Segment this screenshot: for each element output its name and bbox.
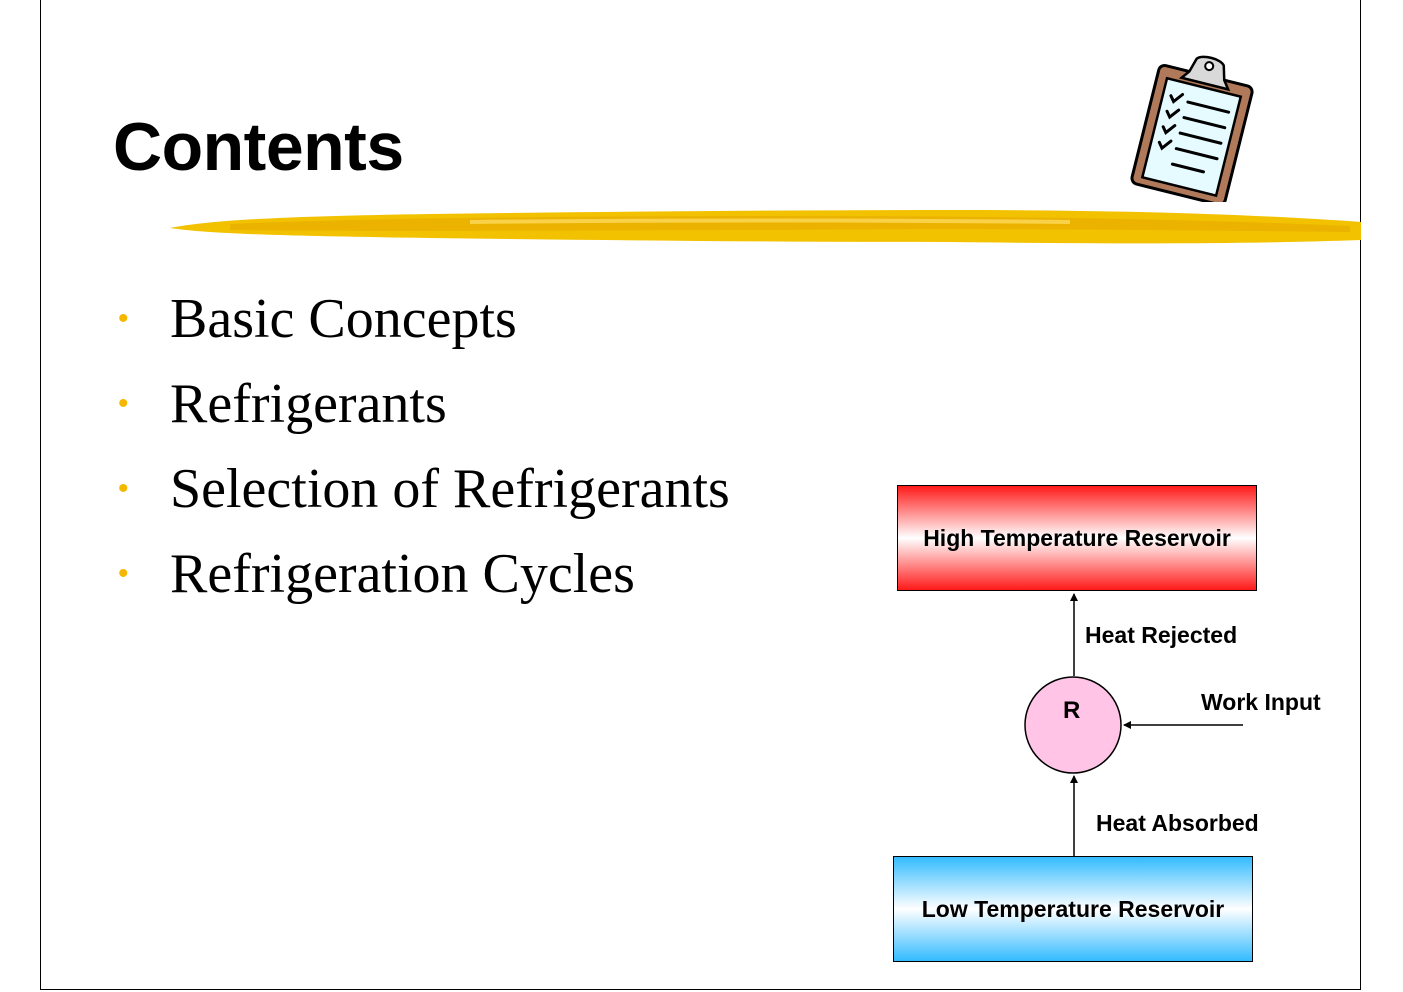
list-item: • Refrigeration Cycles: [118, 535, 730, 620]
list-item-label: Selection of Refrigerants: [170, 458, 730, 520]
high-temperature-reservoir: High Temperature Reservoir: [897, 485, 1257, 591]
bullet-dot-icon: •: [118, 302, 129, 335]
bullet-dot-icon: •: [118, 472, 129, 505]
high-reservoir-label: High Temperature Reservoir: [923, 524, 1231, 551]
contents-list: • Basic Concepts • Refrigerants • Selection…: [118, 280, 730, 620]
list-item: • Selection of Refrigerants: [118, 450, 730, 535]
title-underline-brush: [170, 210, 1361, 244]
low-reservoir-label: Low Temperature Reservoir: [921, 895, 1225, 922]
slide-title: Contents: [113, 109, 404, 185]
list-item-label: Refrigeration Cycles: [170, 543, 635, 605]
refrigerator-circle: [1024, 676, 1122, 774]
work-input-label: Work Input: [1201, 689, 1321, 715]
list-item: • Basic Concepts: [118, 280, 730, 365]
low-temperature-reservoir: Low Temperature Reservoir: [893, 856, 1253, 962]
list-item-label: Basic Concepts: [170, 288, 517, 350]
clipboard-checklist-icon: [1130, 55, 1254, 202]
heat-absorbed-label: Heat Absorbed: [1096, 810, 1259, 836]
list-item: • Refrigerants: [118, 365, 730, 450]
bullet-dot-icon: •: [118, 387, 129, 420]
bullet-dot-icon: •: [118, 557, 129, 590]
refrigerator-label: R: [1063, 697, 1081, 724]
list-item-label: Refrigerants: [170, 373, 447, 435]
heat-rejected-label: Heat Rejected: [1085, 622, 1238, 648]
